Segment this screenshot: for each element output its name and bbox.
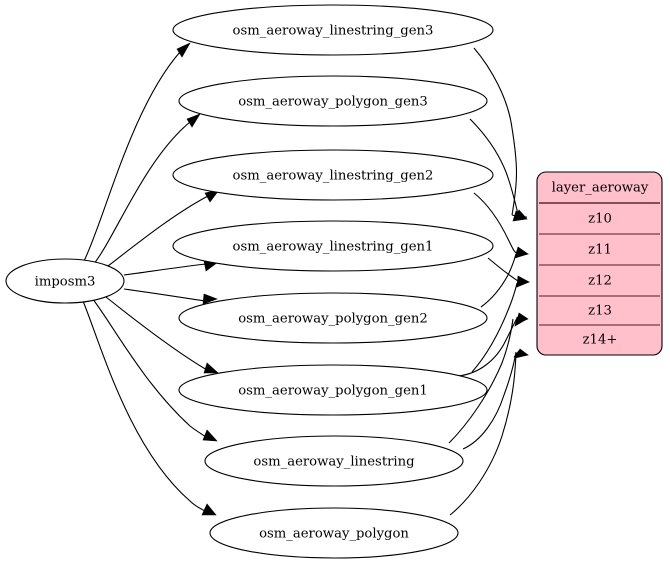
node-linestring-gen1-shape[interactable] [172,220,494,272]
edge-polygon-gen1-to-z12 [471,282,518,373]
node-linestring-gen1-label: osm_aeroway_linestring_gen1 [233,240,434,255]
edge-imposm3-to-linestring-gen1 [123,263,207,276]
node-layer-aeroway-table[interactable]: layer_aeroway z10 z11 z12 z13 z14+ [536,171,663,356]
node-linestring-shape[interactable] [204,435,464,487]
arrowhead-polygon-gen1 [203,362,219,374]
node-imposm3[interactable]: imposm3 [5,258,125,304]
node-polygon-gen1-label: osm_aeroway_polygon_gen1 [238,384,428,399]
edge-linestring-gen2-to-z11 [473,192,518,253]
table-row-z11-label[interactable]: z11 [588,243,612,258]
node-linestring-label: osm_aeroway_linestring [253,455,415,470]
node-polygon-gen2-shape[interactable] [178,292,488,344]
edge-imposm3-to-polygon-gen3 [92,121,191,266]
edge-linestring-gen3-to-z10 [473,47,518,216]
node-osm-aeroway-polygon-gen1[interactable]: osm_aeroway_polygon_gen1 [178,364,488,416]
arrowhead-z13-b [515,312,529,325]
edge-polygon-to-z14 [449,352,517,516]
edge-imposm3-to-polygon [82,300,206,512]
arrowhead-linestring-gen3 [176,42,191,58]
edge-polygon-gen2-to-z11 [480,253,517,308]
arrowhead-polygon-gen3 [186,113,201,128]
arrowhead-z10-b [513,209,528,221]
node-polygon-shape[interactable] [209,507,459,559]
edge-linestring-to-z13 [448,318,514,444]
table-row-z10-label[interactable]: z10 [588,212,612,227]
edge-imposm3-to-linestring-gen3 [83,51,181,262]
node-osm-aeroway-linestring-gen3[interactable]: osm_aeroway_linestring_gen3 [172,4,494,56]
node-linestring-gen3-shape[interactable] [172,4,494,56]
node-imposm3-label: imposm3 [35,275,96,290]
table-row-z12-label[interactable]: z12 [588,274,612,289]
edge-linestring-gen1-to-z12 [487,257,519,282]
arrowhead-polygon-gen2 [202,293,218,305]
node-osm-aeroway-linestring-gen1[interactable]: osm_aeroway_linestring_gen1 [172,220,494,272]
node-polygon-label: osm_aeroway_polygon [259,527,409,542]
node-polygon-gen3-label: osm_aeroway_polygon_gen3 [238,95,428,110]
edge-imposm3-to-linestring-gen2 [107,195,209,267]
node-polygon-gen2-label: osm_aeroway_polygon_gen2 [238,312,428,327]
table-row-z13-label[interactable]: z13 [588,304,612,319]
edge-imposm3-to-polygon-gen1 [105,296,208,371]
table-border [536,171,663,356]
edge-imposm3-to-linestring [91,297,207,438]
edge-group-root-to-sources [82,42,220,516]
node-imposm3-shape[interactable] [5,258,125,304]
node-polygon-gen3-shape[interactable] [178,75,488,127]
edge-polygon-gen1-to-z13 [457,317,518,377]
edge-imposm3-to-polygon-gen2 [123,288,206,302]
arrowhead-z14-b [513,348,529,358]
arrowhead-z12-b [515,277,530,288]
arrowhead-linestring [202,429,218,442]
node-osm-aeroway-polygon-gen2[interactable]: osm_aeroway_polygon_gen2 [178,292,488,344]
node-osm-aeroway-polygon[interactable]: osm_aeroway_polygon [209,507,459,559]
node-osm-aeroway-linestring-gen2[interactable]: osm_aeroway_linestring_gen2 [172,149,494,201]
table-background [537,172,662,355]
edge-polygon-gen3-to-z10 [469,118,519,215]
edge-linestring-to-z14 [462,351,517,450]
table-header-label: layer_aeroway [552,181,649,196]
edge-group-sources-to-table [448,47,530,516]
node-linestring-gen2-shape[interactable] [172,149,494,201]
node-osm-aeroway-linestring[interactable]: osm_aeroway_linestring [204,435,464,487]
node-polygon-gen1-shape[interactable] [178,364,488,416]
node-linestring-gen3-label: osm_aeroway_linestring_gen3 [233,24,434,39]
node-linestring-gen2-label: osm_aeroway_linestring_gen2 [233,169,434,184]
arrowhead-z11-b [514,249,529,259]
node-osm-aeroway-polygon-gen3[interactable]: osm_aeroway_polygon_gen3 [178,75,488,127]
table-row-z14-label[interactable]: z14+ [583,333,618,348]
arrowhead-polygon [201,503,217,516]
